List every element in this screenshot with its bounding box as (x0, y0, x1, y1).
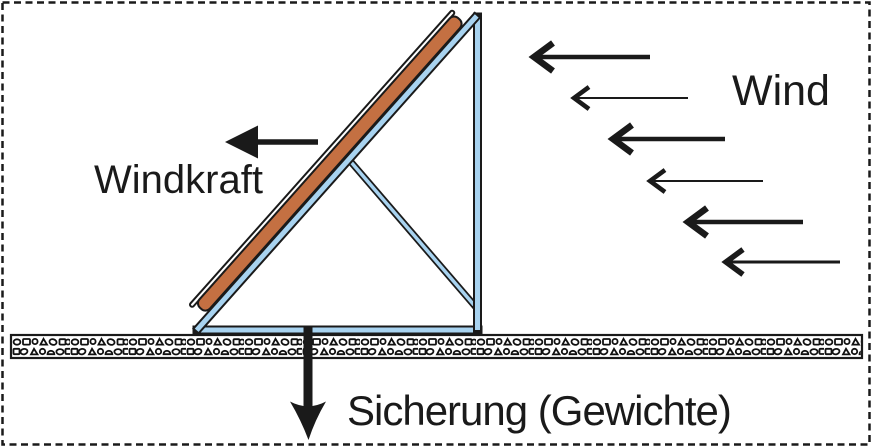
windkraft-label: Windkraft (94, 158, 263, 202)
inclined-rail (191, 11, 482, 335)
wind-arrow-icon (646, 168, 763, 194)
diagonal-brace (346, 157, 479, 310)
panel-assembly (189, 9, 482, 335)
roof-gravel-strip (9, 333, 864, 360)
wind-label: Wind (732, 67, 830, 115)
wind-arrow-icon (528, 40, 650, 74)
wind-arrow-icon (607, 122, 725, 156)
wind-arrow-icon (682, 205, 803, 239)
wind-arrows (528, 40, 840, 277)
sicherung-label: Sicherung (Gewichte) (347, 387, 731, 434)
weight-arrow-icon (290, 327, 326, 440)
solar-panel (196, 15, 463, 312)
wind-arrow-icon (570, 85, 688, 111)
gravel-pattern (12, 336, 861, 357)
wind-arrow-icon (721, 247, 840, 277)
windkraft-arrow-icon (225, 125, 318, 159)
